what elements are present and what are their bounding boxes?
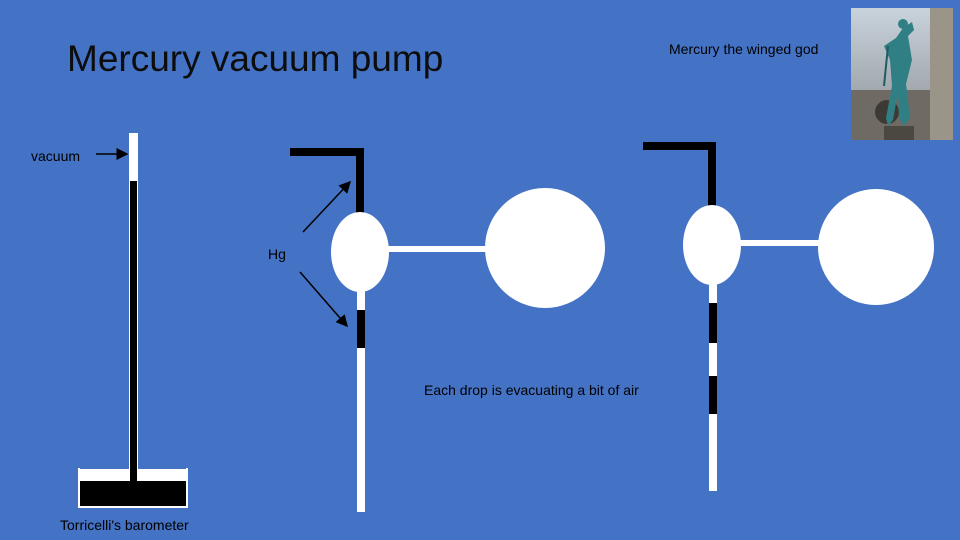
pump-2-mercury-drop-1 <box>709 303 717 343</box>
pump-1-mercury-drop <box>357 310 365 348</box>
pump-1-connector <box>388 246 488 252</box>
vacuum-label: vacuum <box>31 148 81 164</box>
pump-2-drop-chamber <box>683 205 741 285</box>
pump-2-upper-mercury <box>708 142 716 206</box>
hg-arrow-upper <box>302 180 352 233</box>
slide-title: Mercury vacuum pump <box>67 38 444 79</box>
barometer-dish <box>78 468 188 508</box>
pump-1 <box>290 148 605 512</box>
hg-label: Hg <box>268 246 286 262</box>
pump-1-top-pipe <box>290 148 362 156</box>
barometer <box>78 133 188 508</box>
mercury-statue-photo <box>851 8 953 140</box>
pump-2-flask <box>818 189 934 305</box>
barometer-mercury-column <box>130 181 137 495</box>
pump-2-mercury-drop-2 <box>709 376 717 414</box>
subtitle-caption: Mercury the winged god <box>669 41 819 57</box>
barometer-tube-in-pool <box>130 469 137 495</box>
pump-1-flask <box>485 188 605 308</box>
drop-caption: Each drop is evacuating a bit of air <box>424 382 639 398</box>
barometer-label: Torricelli's barometer <box>60 517 189 533</box>
pump-1-drop-chamber <box>331 212 389 292</box>
pump-2-connector <box>740 240 830 246</box>
pump-1-upper-mercury <box>356 148 364 218</box>
hg-arrow-lower <box>299 271 348 328</box>
pump-1-lower-tube <box>357 290 365 512</box>
pump-2 <box>643 142 934 491</box>
pump-2-top-pipe <box>643 142 715 150</box>
